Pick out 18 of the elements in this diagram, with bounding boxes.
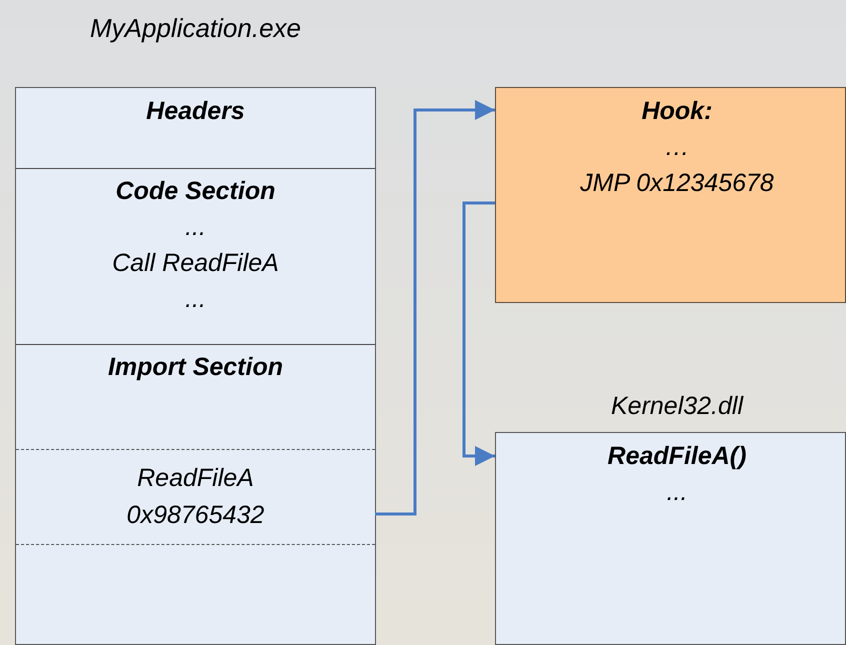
file-name-heading: MyApplication.exe xyxy=(89,12,302,45)
code-text: Call ReadFileA xyxy=(111,248,280,279)
code-text: ... xyxy=(184,284,207,315)
code-text: ... xyxy=(666,477,688,508)
import-entry xyxy=(16,449,375,545)
section-heading: ReadFileA() xyxy=(606,441,748,472)
code-text: JMP 0x12345678 xyxy=(579,168,775,199)
code-text: … xyxy=(664,132,690,163)
hook-box xyxy=(495,87,846,303)
section-heading: Code Section xyxy=(114,176,276,207)
arrow xyxy=(462,202,495,466)
section-heading: Headers xyxy=(145,96,246,127)
code-text: ... xyxy=(184,212,207,243)
section-heading: Hook: xyxy=(640,96,714,127)
arrow xyxy=(375,100,495,516)
section-heading: Import Section xyxy=(106,352,284,383)
code-text: ReadFileA 0x98765432 xyxy=(126,463,266,531)
file-name-heading: Kernel32.dll xyxy=(610,391,744,422)
